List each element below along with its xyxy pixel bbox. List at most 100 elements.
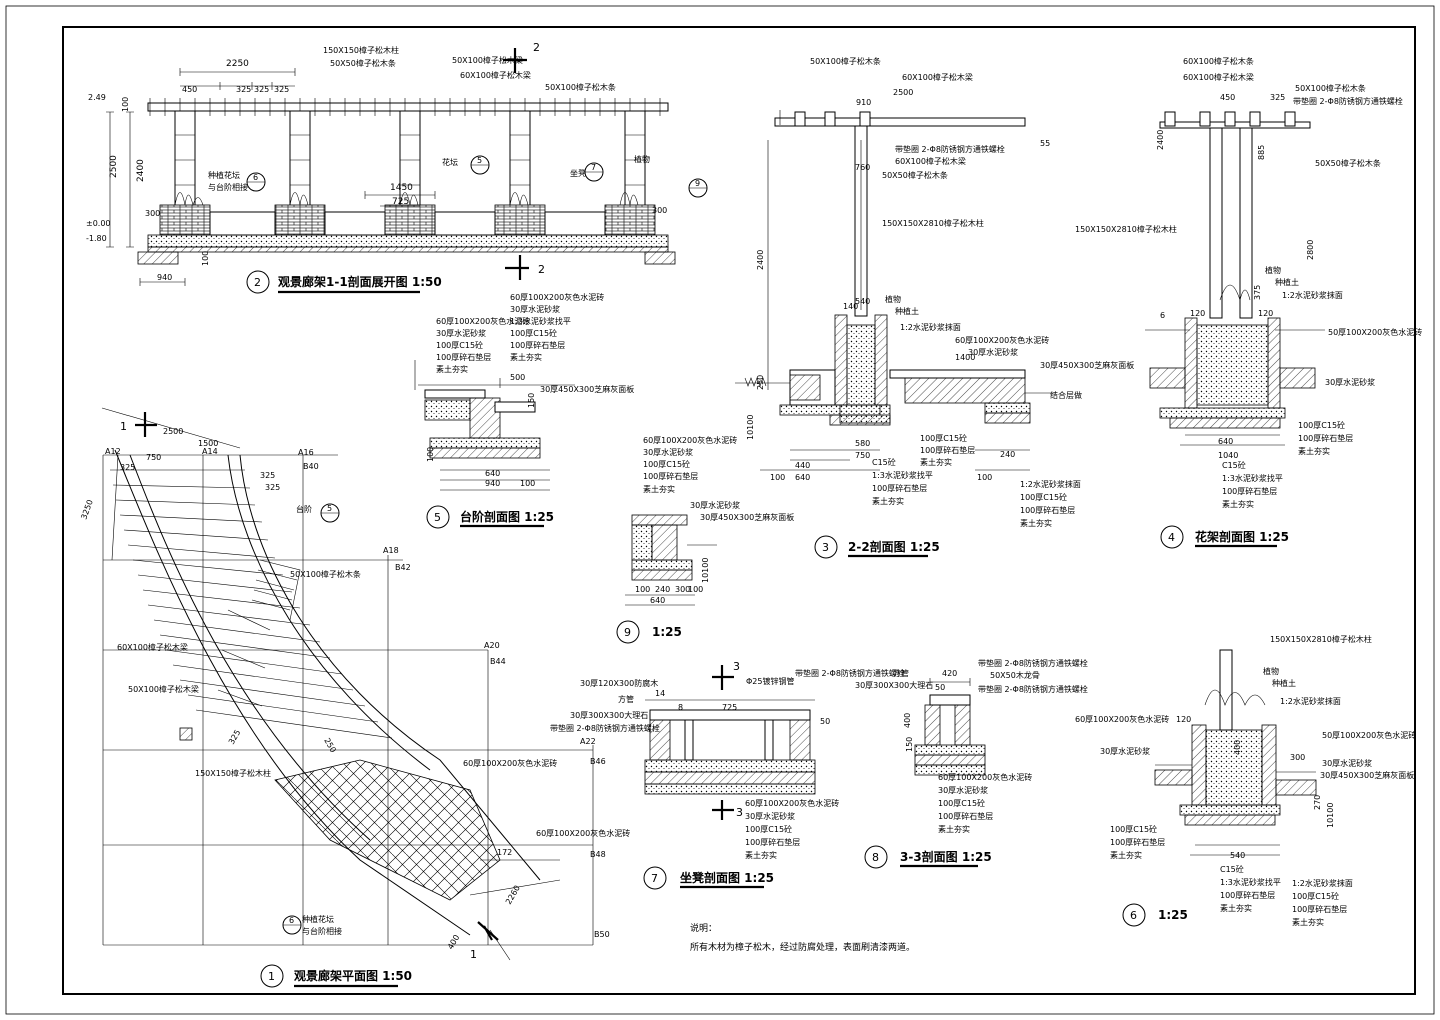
elevation-drawing bbox=[106, 48, 676, 286]
svg-text:100: 100 bbox=[520, 479, 535, 488]
svg-text:50厚100X200灰色水泥砖: 50厚100X200灰色水泥砖 bbox=[1328, 327, 1422, 337]
svg-text:C15砼: C15砼 bbox=[1222, 460, 1246, 470]
svg-text:725: 725 bbox=[392, 197, 409, 207]
svg-text:1:25: 1:25 bbox=[652, 625, 682, 639]
svg-text:B44: B44 bbox=[490, 657, 506, 666]
svg-text:325: 325 bbox=[265, 483, 280, 492]
svg-text:1:3水泥砂浆找平: 1:3水泥砂浆找平 bbox=[1222, 473, 1283, 483]
svg-text:325: 325 bbox=[260, 471, 275, 480]
svg-text:400: 400 bbox=[446, 933, 461, 951]
svg-text:50: 50 bbox=[820, 717, 830, 726]
svg-text:14: 14 bbox=[655, 689, 665, 698]
svg-text:2400: 2400 bbox=[136, 159, 146, 182]
svg-text:440: 440 bbox=[795, 461, 810, 470]
svg-text:60X100樟子松木梁: 60X100樟子松木梁 bbox=[460, 70, 531, 80]
svg-text:种植土: 种植土 bbox=[1275, 277, 1299, 287]
svg-text:1:2水泥砂浆抹面: 1:2水泥砂浆抹面 bbox=[1280, 696, 1341, 706]
svg-text:30厚水泥砂浆: 30厚水泥砂浆 bbox=[510, 304, 560, 314]
svg-text:30厚450X300芝麻灰面板: 30厚450X300芝麻灰面板 bbox=[540, 384, 634, 394]
svg-text:种植花坛: 种植花坛 bbox=[208, 170, 240, 180]
svg-text:素土夯实: 素土夯实 bbox=[745, 850, 777, 860]
svg-text:120: 120 bbox=[1176, 715, 1191, 724]
svg-text:素土夯实: 素土夯实 bbox=[1298, 446, 1330, 456]
svg-text:带垫圈 2-Φ8防锈钢方通铁螺栓: 带垫圈 2-Φ8防锈钢方通铁螺栓 bbox=[1293, 96, 1403, 106]
svg-text:50X100樟子松木条: 50X100樟子松木条 bbox=[810, 56, 881, 66]
svg-text:325: 325 bbox=[254, 85, 269, 94]
svg-text:60X100樟子松木梁: 60X100樟子松木梁 bbox=[1183, 72, 1254, 82]
section-7-labels: 30厚120X300防腐木 方管 30厚300X300大理石 带垫圈 2-Φ8防… bbox=[550, 660, 905, 860]
svg-text:30厚水泥砂浆: 30厚水泥砂浆 bbox=[436, 328, 486, 338]
svg-text:种植花坛: 种植花坛 bbox=[302, 914, 334, 924]
svg-text:2800: 2800 bbox=[1306, 240, 1315, 260]
svg-text:2-2剖面图 1:25: 2-2剖面图 1:25 bbox=[848, 539, 940, 554]
svg-text:640: 640 bbox=[650, 596, 665, 605]
svg-text:50X100樟子松木梁: 50X100樟子松木梁 bbox=[128, 684, 199, 694]
svg-text:240: 240 bbox=[655, 585, 670, 594]
section-9-title: 9 1:25 bbox=[616, 620, 682, 644]
svg-text:910: 910 bbox=[856, 98, 871, 107]
section-4-title: 4 花架剖面图 1:25 bbox=[1160, 525, 1289, 549]
svg-text:30厚水泥砂浆: 30厚水泥砂浆 bbox=[1100, 746, 1150, 756]
svg-text:与台阶相接: 与台阶相接 bbox=[302, 926, 342, 936]
svg-text:30厚水泥砂浆: 30厚水泥砂浆 bbox=[745, 811, 795, 821]
svg-text:60厚100X200灰色水泥砖: 60厚100X200灰色水泥砖 bbox=[463, 758, 557, 768]
plan-title: 1 观景廊架平面图 1:50 bbox=[260, 964, 412, 988]
svg-text:100厚C15砼: 100厚C15砼 bbox=[510, 328, 557, 338]
svg-text:60厚100X200灰色水泥砖: 60厚100X200灰色水泥砖 bbox=[938, 772, 1032, 782]
svg-text:2500: 2500 bbox=[109, 155, 119, 178]
svg-text:100厚C15砼: 100厚C15砼 bbox=[643, 459, 690, 469]
svg-text:1:2水泥砂浆抹面: 1:2水泥砂浆抹面 bbox=[1020, 479, 1081, 489]
svg-text:1: 1 bbox=[120, 420, 127, 433]
svg-text:台阶剖面图 1:25: 台阶剖面图 1:25 bbox=[460, 509, 554, 524]
svg-text:素土夯实: 素土夯实 bbox=[1222, 499, 1254, 509]
section-8-title: 8 3-3剖面图 1:25 bbox=[864, 845, 992, 869]
svg-text:结合层做: 结合层做 bbox=[1050, 390, 1082, 400]
svg-text:坐凳: 坐凳 bbox=[570, 168, 586, 178]
svg-text:素土夯实: 素土夯实 bbox=[1292, 917, 1324, 927]
svg-text:60厚100X200灰色水泥砖: 60厚100X200灰色水泥砖 bbox=[1075, 714, 1169, 724]
svg-text:50: 50 bbox=[935, 683, 945, 692]
section-4-labels: 60X100樟子松木条 60X100樟子松木梁 50X100樟子松木条 带垫圈 … bbox=[1075, 56, 1422, 509]
svg-text:1: 1 bbox=[470, 948, 477, 961]
svg-text:100厚碎石垫层: 100厚碎石垫层 bbox=[436, 352, 491, 362]
svg-text:172: 172 bbox=[497, 848, 512, 857]
section-6-labels: 150X150X2810樟子松木柱 植物 种植土 1:2水泥砂浆抹面 60厚10… bbox=[1075, 634, 1416, 927]
svg-text:100厚碎石垫层: 100厚碎石垫层 bbox=[920, 445, 975, 455]
section-6-title: 6 1:25 bbox=[1122, 903, 1188, 927]
svg-text:100厚C15砼: 100厚C15砼 bbox=[1110, 824, 1157, 834]
svg-text:300: 300 bbox=[675, 585, 690, 594]
svg-text:与台阶相接: 与台阶相接 bbox=[208, 182, 248, 192]
svg-text:60厚100X200灰色水泥砖: 60厚100X200灰色水泥砖 bbox=[510, 292, 604, 302]
svg-text:Φ25镀锌钢管: Φ25镀锌钢管 bbox=[746, 676, 794, 686]
svg-text:7: 7 bbox=[591, 163, 596, 172]
svg-text:6: 6 bbox=[253, 173, 258, 182]
svg-text:素土夯实: 素土夯实 bbox=[920, 457, 952, 467]
svg-text:100: 100 bbox=[977, 473, 992, 482]
svg-text:1:3水泥砂浆找平: 1:3水泥砂浆找平 bbox=[510, 316, 571, 326]
svg-text:带垫圈 2-Φ8防锈钢方通铁螺栓: 带垫圈 2-Φ8防锈钢方通铁螺栓 bbox=[978, 684, 1088, 694]
svg-text:6: 6 bbox=[1130, 909, 1137, 922]
svg-text:100: 100 bbox=[426, 447, 435, 462]
svg-text:5: 5 bbox=[327, 504, 332, 513]
svg-text:150X150X2810樟子松木柱: 150X150X2810樟子松木柱 bbox=[1270, 634, 1372, 644]
svg-text:1450: 1450 bbox=[390, 183, 413, 193]
svg-text:300: 300 bbox=[1290, 753, 1305, 762]
svg-text:A20: A20 bbox=[484, 641, 500, 650]
svg-text:坐凳剖面图 1:25: 坐凳剖面图 1:25 bbox=[680, 870, 774, 885]
svg-text:325: 325 bbox=[227, 728, 242, 746]
svg-text:60厚100X200灰色水泥砖: 60厚100X200灰色水泥砖 bbox=[436, 316, 530, 326]
svg-text:150: 150 bbox=[905, 737, 914, 752]
svg-text:A14: A14 bbox=[202, 447, 218, 456]
plan-labels: A12 A14 A16 B40 A18 B42 A20 B44 A22 B46 … bbox=[79, 420, 630, 961]
svg-text:400: 400 bbox=[1233, 740, 1242, 755]
svg-text:1:3水泥砂浆找平: 1:3水泥砂浆找平 bbox=[872, 470, 933, 480]
svg-text:50X100樟子松木条: 50X100樟子松木条 bbox=[290, 569, 361, 579]
svg-text:10100: 10100 bbox=[746, 415, 755, 440]
svg-text:B48: B48 bbox=[590, 850, 606, 859]
svg-text:120: 120 bbox=[1258, 309, 1273, 318]
svg-text:5: 5 bbox=[434, 511, 441, 524]
svg-text:3: 3 bbox=[733, 660, 740, 673]
svg-text:6: 6 bbox=[1160, 311, 1165, 320]
svg-text:4: 4 bbox=[1168, 531, 1175, 544]
